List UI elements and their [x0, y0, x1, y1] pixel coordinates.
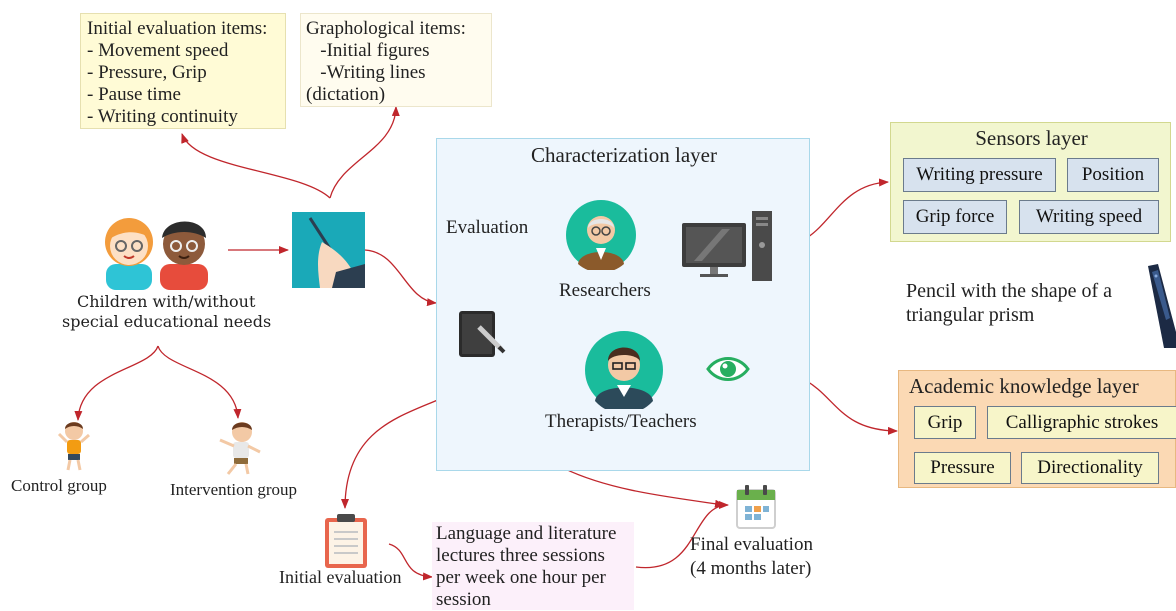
academic-title: Academic knowledge layer	[909, 374, 1139, 398]
academic-chip-directionality: Directionality	[1021, 452, 1159, 484]
academic-chip-calligraphic: Calligraphic strokes	[987, 406, 1176, 439]
initial-items-title: Initial evaluation items:	[87, 18, 268, 39]
pencil-icon	[1148, 264, 1176, 348]
initial-evaluation-label: Initial evaluation	[279, 567, 402, 587]
grapho-items-note: Graphological items: -Initial figures -W…	[300, 13, 492, 107]
sensor-chip-position: Position	[1067, 158, 1159, 192]
initial-item: - Pressure, Grip	[87, 62, 207, 83]
academic-chip-pressure: Pressure	[914, 452, 1011, 484]
grapho-item: -Initial figures	[306, 40, 430, 61]
writing-hand-icon	[292, 212, 365, 288]
therapist-avatar	[585, 331, 663, 409]
tablet-icon	[459, 311, 506, 357]
clipboard-icon	[325, 514, 367, 568]
lectures-line: per week one hour per	[436, 567, 606, 588]
academic-chip-grip: Grip	[914, 406, 976, 439]
children-label-1: Children with/without	[77, 292, 256, 311]
evaluation-label: Evaluation	[446, 217, 529, 238]
sensor-chip-writing-speed: Writing speed	[1019, 200, 1159, 234]
pencil-label-2: triangular prism	[906, 304, 1035, 326]
final-evaluation-label-2: (4 months later)	[690, 558, 812, 579]
calendar-icon	[736, 485, 776, 529]
initial-item: - Writing continuity	[87, 106, 238, 127]
final-evaluation-label-1: Final evaluation	[690, 534, 813, 555]
control-group-kid-icon	[57, 422, 90, 471]
initial-item: - Movement speed	[87, 40, 229, 61]
lectures-line: session	[436, 589, 491, 610]
intervention-group-kid-icon	[219, 422, 261, 475]
characterization-layer: Characterization layer Evaluation	[436, 138, 810, 471]
characterization-title: Characterization layer	[531, 143, 717, 167]
control-group-label: Control group	[11, 476, 107, 495]
therapists-label: Therapists/Teachers	[545, 411, 697, 432]
intervention-group-label: Intervention group	[170, 480, 297, 499]
eye-icon	[706, 357, 750, 381]
sensor-chip-grip-force: Grip force	[903, 200, 1007, 234]
grapho-item: (dictation)	[306, 84, 386, 105]
computer-icon	[682, 211, 772, 281]
pencil-label-1: Pencil with the shape of a	[906, 280, 1113, 302]
researchers-label: Researchers	[559, 280, 651, 301]
grapho-item: -Writing lines	[306, 62, 426, 83]
children-icon	[105, 218, 208, 290]
lectures-line: Language and literature	[436, 523, 617, 544]
children-label-2: special educational needs	[62, 312, 272, 331]
researcher-avatar	[566, 200, 636, 270]
initial-item: - Pause time	[87, 84, 181, 105]
grapho-items-title: Graphological items:	[306, 18, 466, 39]
sensor-chip-writing-pressure: Writing pressure	[903, 158, 1056, 192]
sensors-title: Sensors layer	[975, 126, 1088, 150]
lectures-note: Language and literature lectures three s…	[432, 522, 634, 610]
initial-items-note: Initial evaluation items: - Movement spe…	[80, 13, 286, 129]
lectures-line: lectures three sessions	[436, 545, 605, 566]
